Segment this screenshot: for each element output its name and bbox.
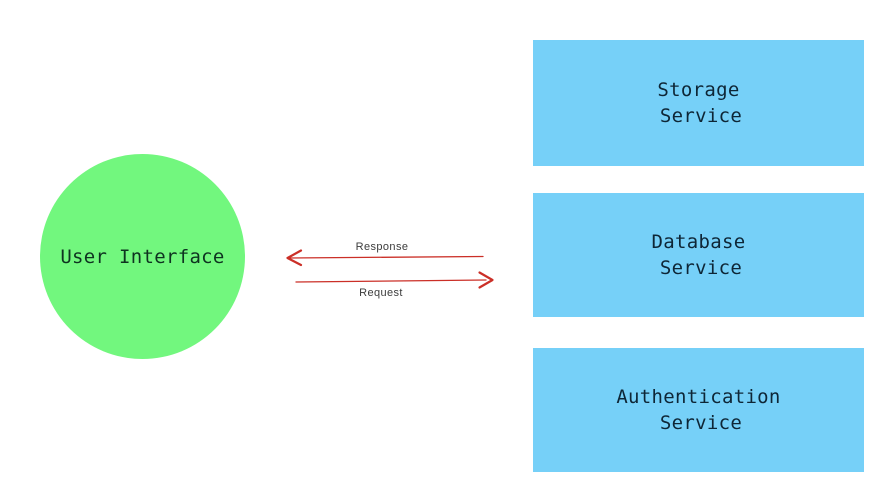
- node-database-service: Database Service: [533, 193, 864, 317]
- node-database-service-label-line2: Service: [659, 257, 743, 279]
- response-arrow-left: [286, 249, 484, 267]
- node-authentication-service: Authentication Service: [533, 348, 864, 472]
- node-storage-service-label-line2: Service: [659, 105, 743, 127]
- response-arrow-label: Response: [355, 241, 409, 253]
- node-storage-service-label-line1: Storage: [657, 79, 740, 101]
- node-user-interface-label: User Interface: [60, 245, 225, 268]
- node-authentication-service-label-line1: Authentication: [616, 386, 781, 408]
- node-database-service-label-line1: Database: [651, 231, 746, 253]
- request-arrow-right: [295, 271, 494, 289]
- arrows-layer: [286, 249, 494, 289]
- node-storage-service: Storage Service: [533, 40, 864, 166]
- node-authentication-service-label-line2: Service: [659, 412, 743, 434]
- request-arrow-label: Request: [359, 287, 403, 299]
- node-user-interface: User Interface: [40, 154, 245, 359]
